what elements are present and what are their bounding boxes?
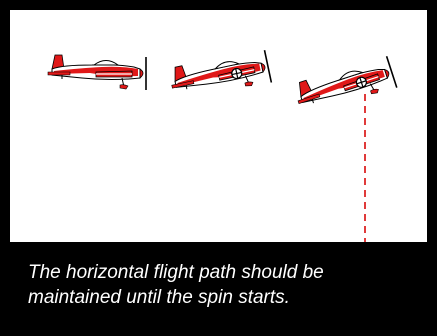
aircraft-1-icon: [47, 54, 147, 91]
caption-line-1: The horizontal flight path should be: [28, 262, 324, 283]
caption-line-2: maintained until the spin starts.: [28, 287, 290, 308]
flight-diagram: [47, 47, 398, 242]
aircraft-3-icon: [291, 53, 398, 119]
caption-panel: The horizontal flight path should be mai…: [10, 242, 427, 328]
diagram-panel: [10, 10, 427, 242]
aircraft-2-icon: [167, 47, 273, 104]
caption-text: The horizontal flight path should be mai…: [28, 260, 423, 310]
